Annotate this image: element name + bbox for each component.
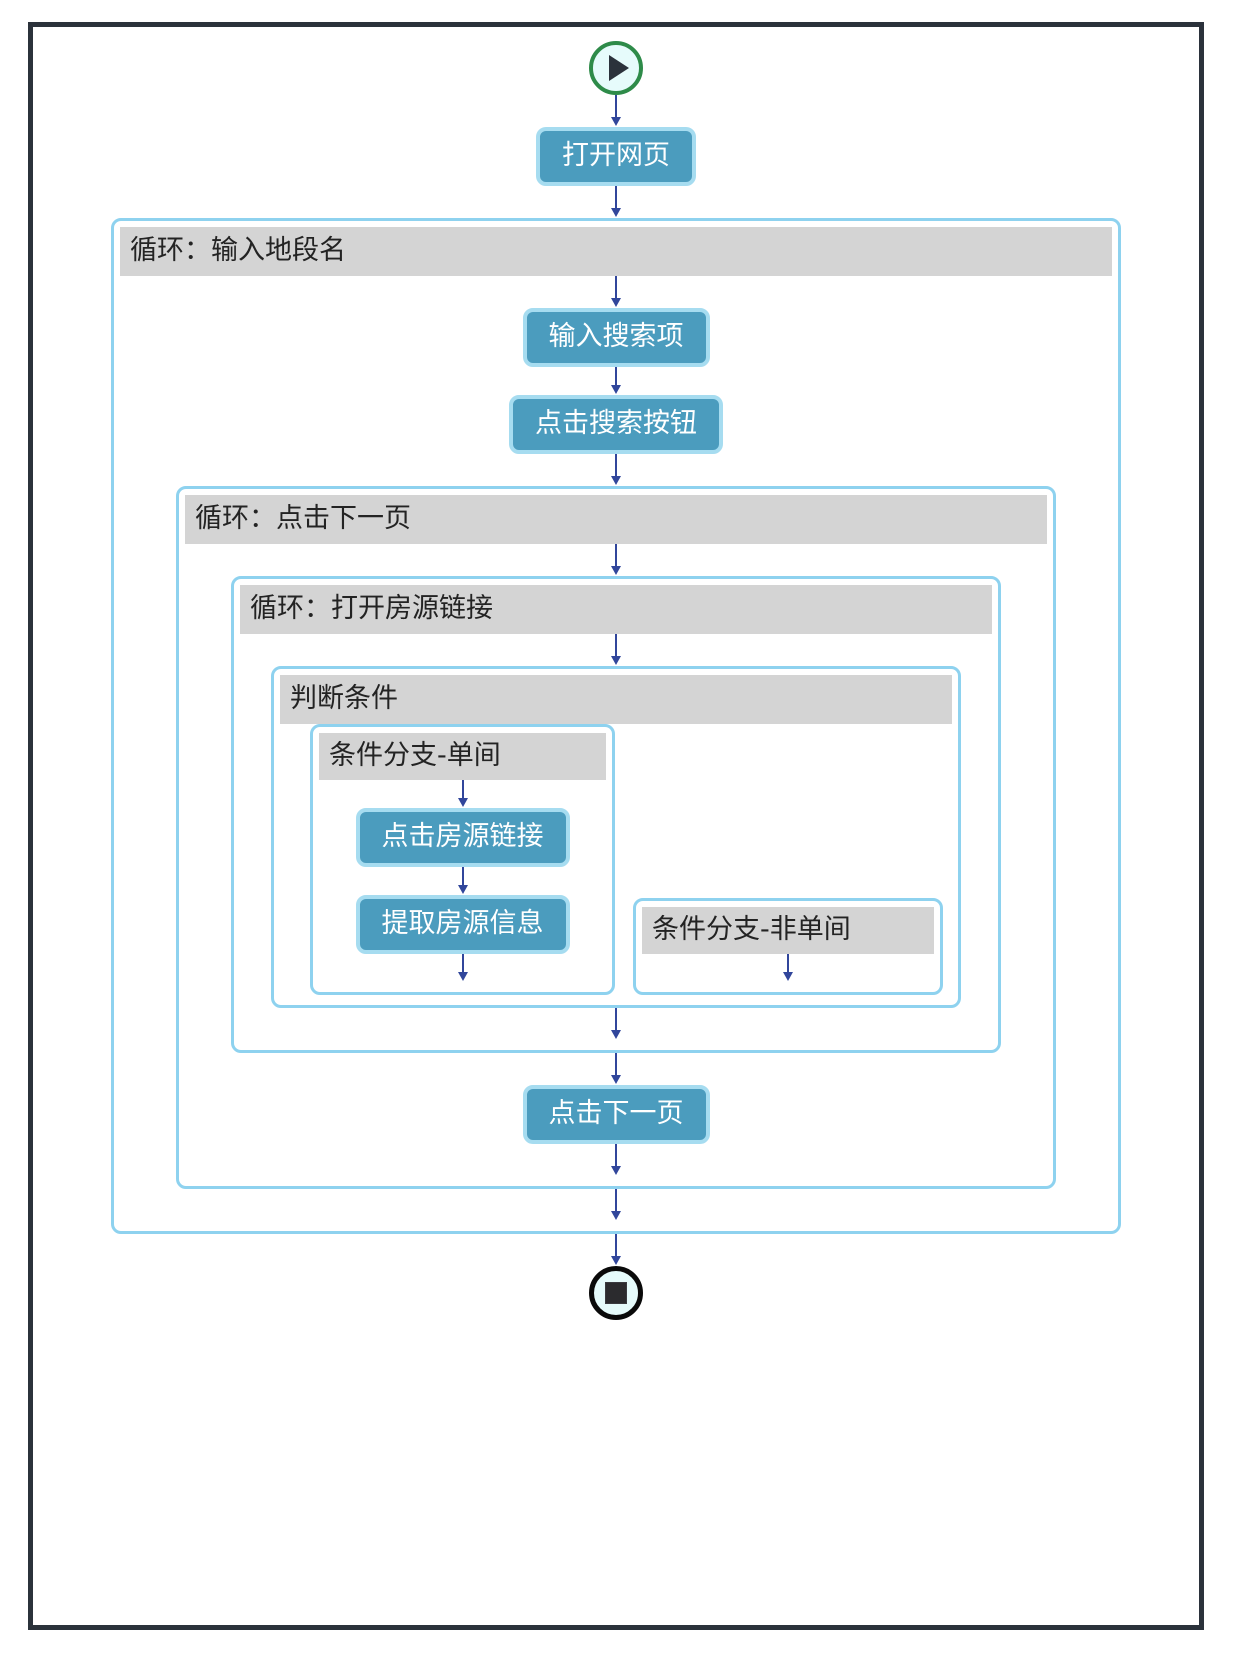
play-icon bbox=[609, 55, 629, 81]
loop-body-next-page: 循环：打开房源链接 判断条件 bbox=[185, 544, 1047, 1176]
node-click-next-page[interactable]: 点击下一页 bbox=[522, 1085, 710, 1144]
node-extract-listing-info[interactable]: 提取房源信息 bbox=[355, 895, 570, 954]
connector-arrow-icon bbox=[609, 544, 623, 576]
connector-arrow-icon bbox=[609, 367, 623, 395]
loop-body-open-listing: 判断条件 条件分支-单间 bbox=[240, 634, 992, 1040]
branch-container-single-room[interactable]: 条件分支-单间 点击房源链接 提取房源信息 bbox=[310, 724, 615, 995]
condition-body: 条件分支-单间 点击房源链接 提取房源信息 bbox=[280, 724, 952, 995]
connector-arrow-icon bbox=[456, 867, 470, 895]
connector-arrow-icon bbox=[609, 634, 623, 666]
connector-arrow-icon bbox=[609, 1053, 623, 1085]
connector-arrow-icon bbox=[609, 1144, 623, 1176]
connector-arrow-icon bbox=[609, 186, 623, 218]
connector-arrow-icon bbox=[609, 454, 623, 486]
loop-header-open-listing: 循环：打开房源链接 bbox=[240, 585, 992, 634]
branch-body-single-room: 点击房源链接 提取房源信息 bbox=[319, 780, 606, 982]
node-input-search-term[interactable]: 输入搜索项 bbox=[522, 308, 710, 367]
branch-header-non-single-room: 条件分支-非单间 bbox=[642, 907, 934, 954]
connector-arrow-icon bbox=[456, 954, 470, 982]
loop-header-next-page: 循环：点击下一页 bbox=[185, 495, 1047, 544]
loop-body-input-district: 输入搜索项 点击搜索按钮 循环：点击下一页 循环：打开房源链接 bbox=[120, 276, 1112, 1221]
loop-header-input-district: 循环：输入地段名 bbox=[120, 227, 1112, 276]
start-node[interactable] bbox=[589, 41, 643, 95]
stop-icon bbox=[605, 1282, 627, 1304]
connector-arrow-icon bbox=[456, 780, 470, 808]
connector-arrow-icon bbox=[609, 95, 623, 127]
flowchart-canvas: 打开网页 循环：输入地段名 输入搜索项 点击搜索按钮 循环：点击下一页 bbox=[28, 22, 1204, 1630]
node-open-page[interactable]: 打开网页 bbox=[536, 127, 696, 186]
loop-container-open-listing[interactable]: 循环：打开房源链接 判断条件 bbox=[231, 576, 1001, 1053]
branch-container-non-single-room[interactable]: 条件分支-非单间 bbox=[633, 898, 943, 995]
flowchart-root: 打开网页 循环：输入地段名 输入搜索项 点击搜索按钮 循环：点击下一页 bbox=[33, 27, 1199, 1625]
loop-container-input-district[interactable]: 循环：输入地段名 输入搜索项 点击搜索按钮 循环：点击下一页 循环：打开房源链接 bbox=[111, 218, 1121, 1234]
condition-container[interactable]: 判断条件 条件分支-单间 bbox=[271, 666, 961, 1008]
connector-arrow-icon bbox=[609, 1008, 623, 1040]
connector-arrow-icon bbox=[781, 954, 795, 982]
connector-arrow-icon bbox=[609, 276, 623, 308]
condition-branch-row: 条件分支-单间 点击房源链接 提取房源信息 bbox=[280, 724, 952, 995]
condition-header: 判断条件 bbox=[280, 675, 952, 724]
loop-container-next-page[interactable]: 循环：点击下一页 循环：打开房源链接 判断条件 bbox=[176, 486, 1056, 1189]
node-click-search-button[interactable]: 点击搜索按钮 bbox=[509, 395, 723, 454]
connector-arrow-icon bbox=[609, 1234, 623, 1266]
node-click-listing-link[interactable]: 点击房源链接 bbox=[355, 808, 570, 867]
branch-body-non-single-room bbox=[642, 954, 934, 982]
branch-header-single-room: 条件分支-单间 bbox=[319, 733, 606, 780]
end-node[interactable] bbox=[589, 1266, 643, 1320]
connector-arrow-icon bbox=[609, 1189, 623, 1221]
